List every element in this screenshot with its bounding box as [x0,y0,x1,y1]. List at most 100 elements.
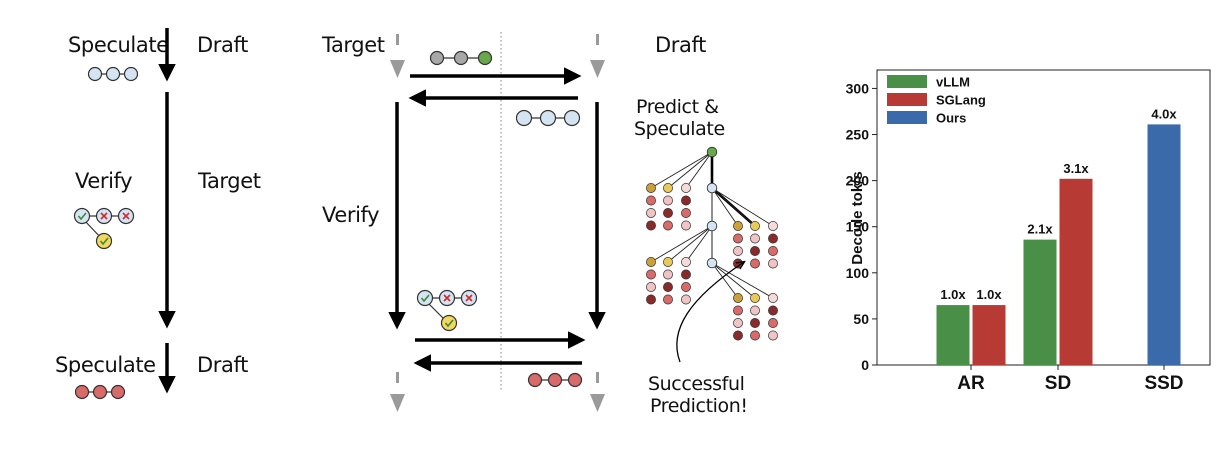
bar-data-label: 1.0x [976,287,1002,302]
tree-node [646,208,656,218]
x-tick-label: SD [1045,373,1071,394]
speculate-top-label: Speculate [68,33,169,57]
y-tick-label: 300 [846,80,870,96]
predict-label-line2: Speculate [634,118,725,140]
bar-ours-ssd [1147,124,1181,365]
success-label-line1: Successful [648,373,745,395]
legend-swatch-ours [887,111,927,124]
cross-icon [465,294,473,302]
bar-data-label: 4.0x [1151,106,1177,121]
tree-node [646,282,656,292]
tree-node [663,269,673,280]
success-pointer [676,262,744,363]
tree-node [663,220,673,231]
bar-vllm-ar [936,305,970,365]
y-axis-label: Decode tok/s [849,171,866,264]
bar-data-label: 2.1x [1027,222,1053,237]
grey-markers [390,34,605,412]
tree-node [768,318,778,328]
bar-vllm-sd [1023,239,1057,365]
tree-node [646,183,656,193]
tree-node [663,282,673,292]
tree-node [663,294,673,305]
tree-node [646,294,656,305]
tree-node [681,183,691,193]
success-label-line2: Prediction! [650,395,748,417]
tree-hub-node [706,182,718,194]
target-label: Target [197,169,261,193]
tree-node [646,269,656,280]
tree-node [733,318,743,328]
tree-node [750,258,760,269]
x-tick-label: SSD [1144,373,1183,394]
y-tick-label: 150 [846,219,870,235]
tree-node [733,233,743,244]
y-tick-label: 250 [846,127,870,143]
tree-hub-node [706,220,718,232]
spec-tokens-middle [527,372,583,388]
y-tick-label: 0 [861,357,869,373]
y-tick-label: 50 [853,311,869,327]
tree-node [646,257,656,267]
tree-node [750,293,760,303]
tree-node [750,233,760,244]
legend-swatch-sglang [887,93,927,106]
bar-data-label: 3.1x [1063,161,1089,176]
tree-node [750,330,760,341]
tree-node [733,246,743,256]
draft-top-label: Draft [197,33,248,57]
bar-sglang-ar [972,305,1006,365]
middle-panel: Target Draft [321,32,778,417]
tree-node [733,305,743,316]
y-tick-label: 200 [846,173,870,189]
tree-node [663,183,673,193]
speculate-bottom-label: Speculate [55,353,156,377]
tree-node [768,221,778,231]
tree-node [663,195,673,206]
draft-label-middle: Draft [655,33,706,57]
verify-tokens [73,207,135,250]
tree-node [750,221,760,231]
draft-tokens-top [87,66,139,82]
legend-label-vllm: vLLM [936,75,970,90]
tree-node [646,220,656,231]
draft-bottom-label: Draft [197,353,248,377]
verify-label-middle: Verify [322,203,379,227]
y-axis: 0 50 100 150 200 250 300 [846,80,877,373]
verify-tokens-middle [416,289,478,332]
check-icon [444,319,454,328]
tree-node [768,305,778,316]
tree-node [681,257,691,267]
tree-node [750,318,760,328]
prefix-tokens [429,50,493,66]
tree-node [733,221,743,231]
tree-hub-node [706,257,718,269]
bar-data-label: 1.0x [940,287,966,302]
tree-node [681,294,691,305]
tree-node [768,258,778,269]
tree-node [768,246,778,256]
check-icon [99,237,109,246]
tree-node [681,282,691,292]
tree-node [681,208,691,218]
tree-node [733,330,743,341]
tree-node [733,293,743,303]
speculation-tree [646,146,778,341]
y-tick-label: 100 [846,265,870,281]
legend-label-sglang: SGLang [936,93,986,108]
check-icon [77,212,87,221]
bar-sglang-sd [1059,178,1093,365]
tree-root-node [706,146,718,158]
tree-node [681,269,691,280]
tree-node [663,257,673,267]
tree-node [663,208,673,218]
tree-node [646,195,656,206]
cross-icon [100,212,108,220]
tree-node [768,233,778,244]
tree-node [681,220,691,231]
bars: 1.0x 1.0x 2.1x 3.1x 4.0x [936,106,1181,365]
check-icon [420,294,430,303]
